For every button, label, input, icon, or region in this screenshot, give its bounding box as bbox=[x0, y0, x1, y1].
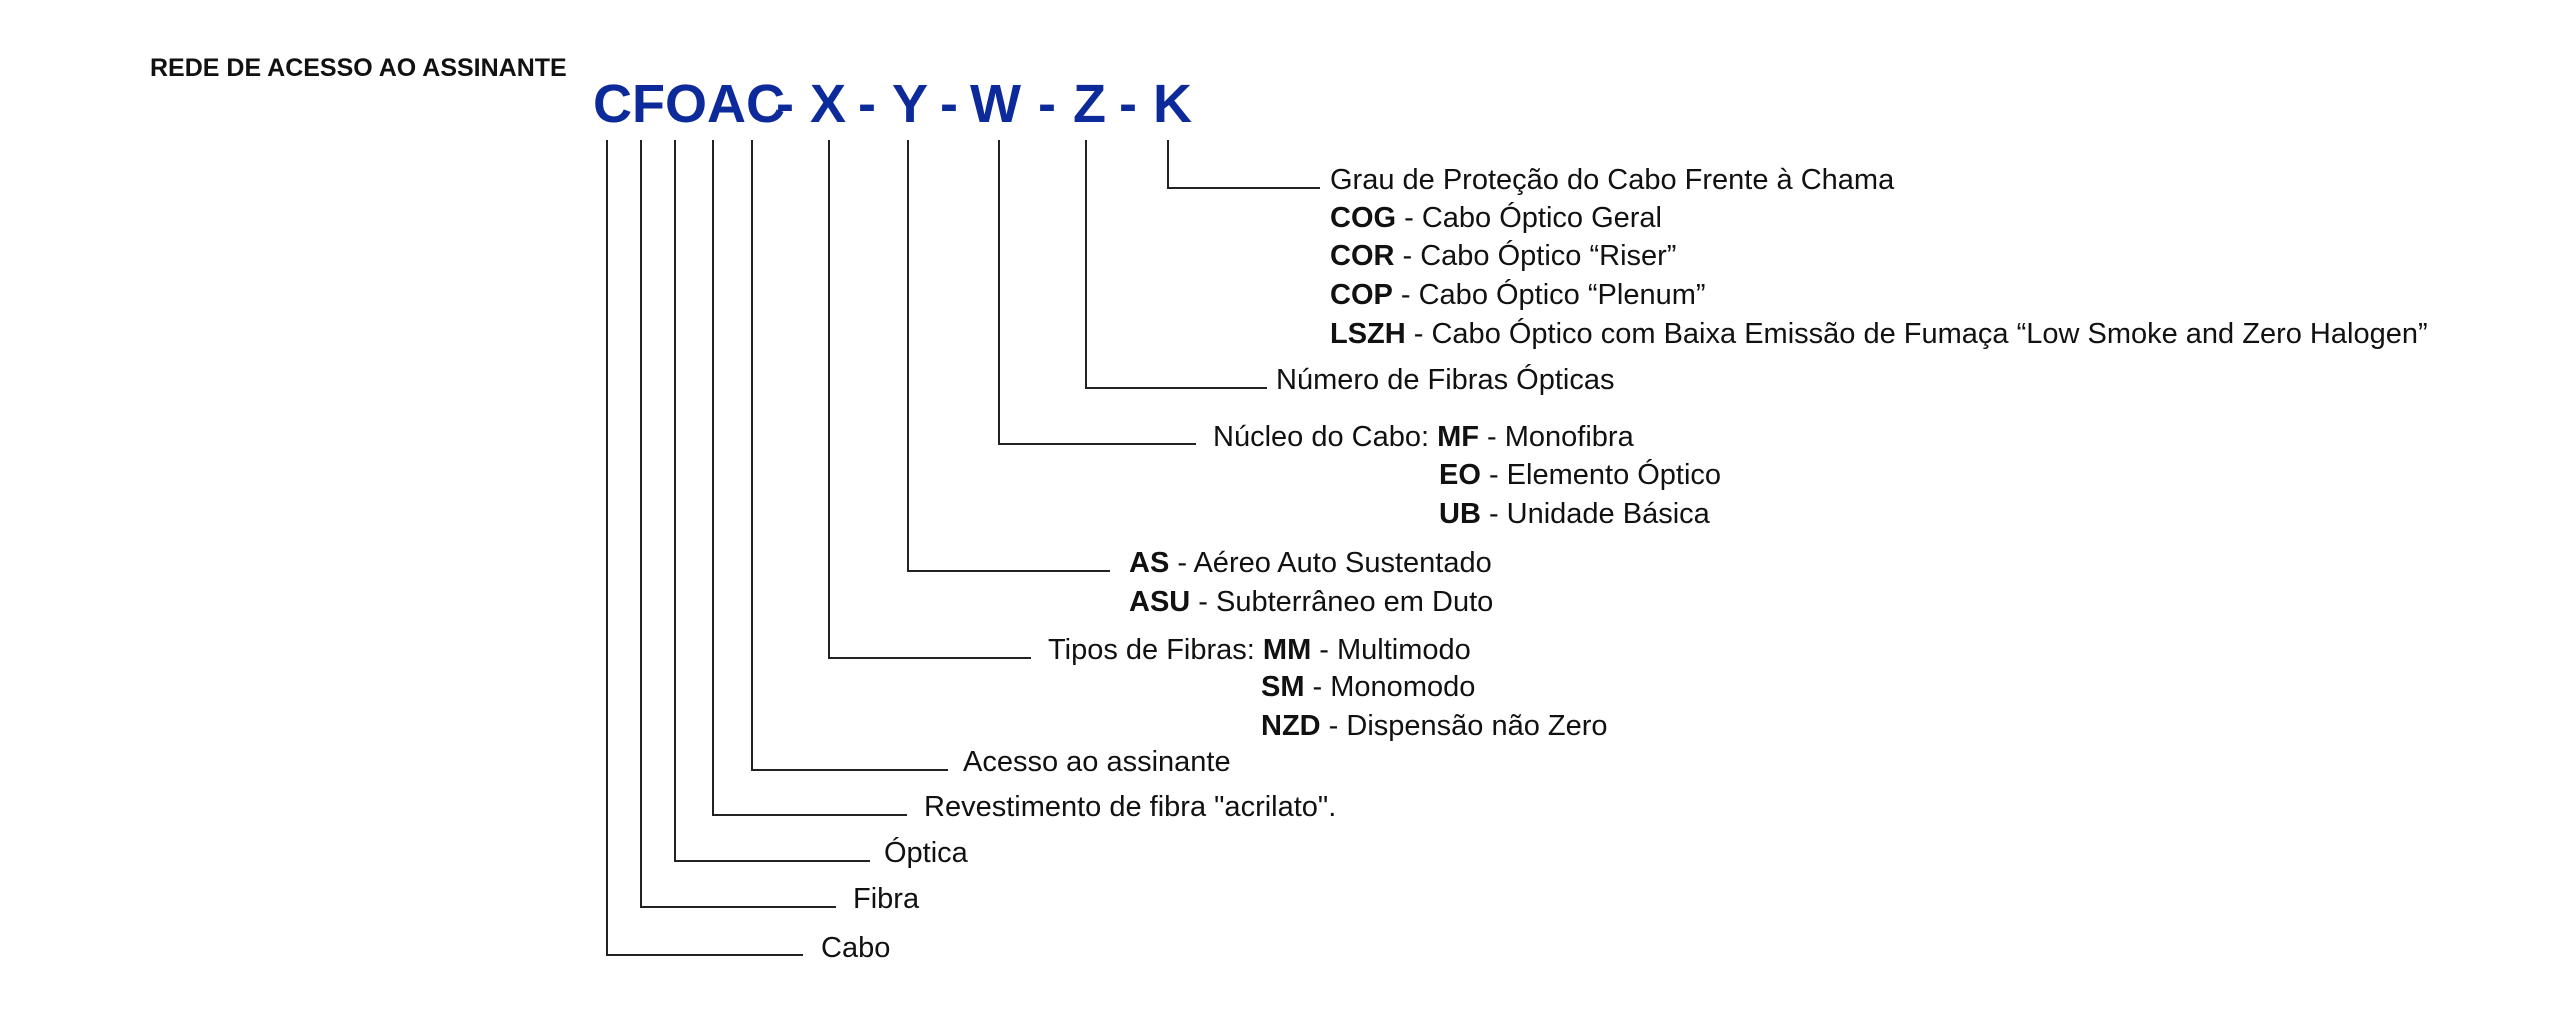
leader-y bbox=[907, 140, 1110, 572]
k-option-lszh: LSZH - Cabo Óptico com Baixa Emissão de … bbox=[1330, 317, 2428, 350]
a-label: Revestimento de fibra "acrilato". bbox=[924, 791, 1336, 823]
leader-k bbox=[1167, 140, 1320, 189]
x-option-mm-text: - Multimodo bbox=[1311, 634, 1471, 666]
w-option-ub-code: UB bbox=[1439, 498, 1481, 530]
x-option-sm: SM - Monomodo bbox=[1261, 671, 1475, 703]
code-string: CFOAC - X - Y - W - Z - K bbox=[593, 74, 1192, 134]
k-option-cor-text: - Cabo Óptico “Riser” bbox=[1394, 239, 1676, 272]
x-option-mm: Tipos de Fibras: MM - Multimodo bbox=[1048, 634, 1471, 666]
code-z: Z bbox=[1073, 74, 1106, 134]
w-prefix: Núcleo do Cabo: bbox=[1213, 421, 1437, 453]
x-option-mm-code: MM bbox=[1263, 634, 1311, 666]
w-option-eo-code: EO bbox=[1439, 459, 1481, 491]
code-x: X bbox=[810, 74, 846, 134]
code-k: K bbox=[1153, 74, 1192, 134]
x-option-sm-code: SM bbox=[1261, 671, 1305, 703]
k-option-cop-code: COP bbox=[1330, 279, 1393, 311]
x-prefix: Tipos de Fibras: bbox=[1048, 634, 1263, 666]
c1-label: Cabo bbox=[821, 932, 890, 964]
leader-lines bbox=[606, 140, 1320, 956]
y-option-asu-text: - Subterrâneo em Duto bbox=[1190, 586, 1493, 618]
f-label: Fibra bbox=[853, 883, 920, 915]
leader-x bbox=[828, 140, 1031, 659]
y-option-asu: ASU - Subterrâneo em Duto bbox=[1129, 586, 1493, 618]
code-dash-1: - bbox=[776, 74, 794, 134]
x-option-sm-text: - Monomodo bbox=[1305, 671, 1476, 703]
code-dash-3: - bbox=[940, 74, 958, 134]
k-option-cor: COR - Cabo Óptico “Riser” bbox=[1330, 239, 1676, 272]
x-option-nzd-code: NZD bbox=[1261, 710, 1321, 742]
x-option-nzd-text: - Dispensão não Zero bbox=[1321, 710, 1608, 742]
y-option-asu-code: ASU bbox=[1129, 586, 1190, 618]
k-heading: Grau de Proteção do Cabo Frente à Chama bbox=[1330, 164, 1895, 196]
k-option-cog-code: COG bbox=[1330, 202, 1396, 234]
o-label: Óptica bbox=[884, 836, 969, 869]
w-option-ub: UB - Unidade Básica bbox=[1439, 498, 1711, 530]
code-dash-4: - bbox=[1038, 74, 1056, 134]
leader-z bbox=[1085, 140, 1267, 389]
leader-c1 bbox=[606, 140, 803, 956]
w-option-eo: EO - Elemento Óptico bbox=[1439, 458, 1721, 491]
k-option-cop-text: - Cabo Óptico “Plenum” bbox=[1393, 278, 1706, 311]
code-cfoac: CFOAC bbox=[593, 74, 785, 134]
k-option-cop: COP - Cabo Óptico “Plenum” bbox=[1330, 278, 1706, 311]
code-dash-5: - bbox=[1119, 74, 1137, 134]
leader-o bbox=[674, 140, 870, 862]
x-option-nzd: NZD - Dispensão não Zero bbox=[1261, 710, 1608, 742]
w-option-mf: Núcleo do Cabo: MF - Monofibra bbox=[1213, 421, 1635, 453]
k-option-cog: COG - Cabo Óptico Geral bbox=[1330, 201, 1662, 234]
k-option-lszh-text: - Cabo Óptico com Baixa Emissão de Fumaç… bbox=[1406, 317, 2428, 350]
y-option-as-text: - Aéreo Auto Sustentado bbox=[1169, 547, 1491, 579]
leader-f bbox=[640, 140, 836, 908]
k-option-cor-code: COR bbox=[1330, 240, 1395, 272]
code-w: W bbox=[970, 74, 1021, 134]
diagram-title: REDE DE ACESSO AO ASSINANTE bbox=[150, 54, 567, 82]
w-option-mf-code: MF bbox=[1437, 421, 1479, 453]
w-option-mf-text: - Monofibra bbox=[1479, 421, 1635, 453]
z-label: Número de Fibras Ópticas bbox=[1276, 363, 1614, 396]
y-option-as: AS - Aéreo Auto Sustentado bbox=[1129, 547, 1492, 579]
k-option-lszh-code: LSZH bbox=[1330, 318, 1406, 350]
w-option-ub-text: - Unidade Básica bbox=[1481, 498, 1711, 530]
y-option-as-code: AS bbox=[1129, 547, 1169, 579]
leader-a bbox=[712, 140, 907, 816]
code-y: Y bbox=[892, 74, 928, 134]
leader-w bbox=[998, 140, 1196, 445]
leader-c2 bbox=[751, 140, 948, 771]
k-option-cog-text: - Cabo Óptico Geral bbox=[1396, 201, 1662, 234]
code-dash-2: - bbox=[858, 74, 876, 134]
w-option-eo-text: - Elemento Óptico bbox=[1481, 458, 1721, 491]
c2-label: Acesso ao assinante bbox=[963, 746, 1231, 778]
